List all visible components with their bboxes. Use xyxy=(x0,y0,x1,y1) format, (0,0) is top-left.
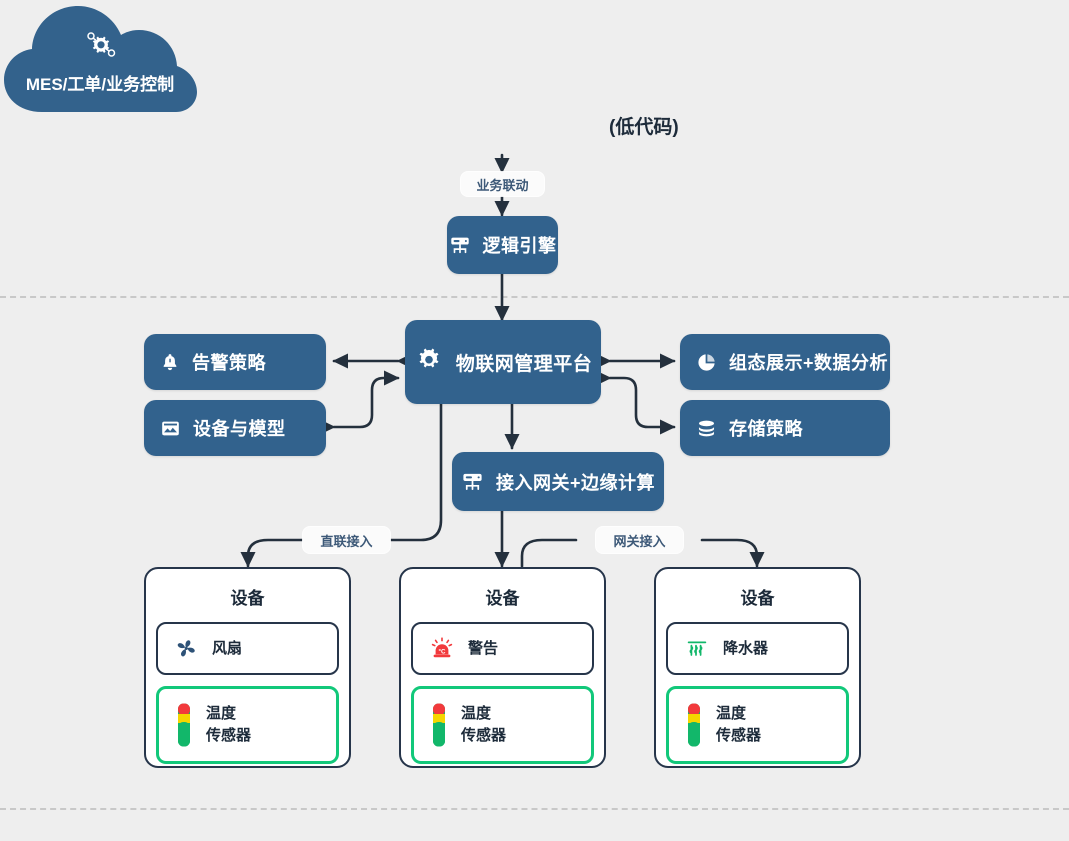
device-sensor-row[interactable]: 温度 传感器 xyxy=(411,686,594,764)
alarm-policy-label: 告警策略 xyxy=(192,353,266,373)
svg-text:°C: °C xyxy=(439,648,446,655)
visualization-analytics-label: 组态展示+数据分析 xyxy=(729,353,889,373)
device-actuator-row[interactable]: 风扇 xyxy=(156,622,339,675)
gateway-device-icon xyxy=(461,470,484,493)
device-actuator-label: 警告 xyxy=(468,639,499,657)
database-icon xyxy=(696,418,717,439)
alarm-beacon-icon: °C xyxy=(429,636,455,662)
storage-policy-label: 存储策略 xyxy=(729,419,803,439)
device-card[interactable]: 设备 风扇 xyxy=(144,567,351,768)
device-card[interactable]: 设备 °C 警告 xyxy=(399,567,606,768)
cloud-label: MES/工单/业务控制 xyxy=(25,75,175,94)
pie-chart-icon xyxy=(696,352,717,373)
divider-upper xyxy=(0,296,1069,298)
link-label-gateway-access: 网关接入 xyxy=(596,527,683,553)
device-card[interactable]: 设备 降水器 xyxy=(654,567,861,768)
device-actuator-label: 降水器 xyxy=(723,639,769,657)
link-label-business-linkage: 业务联动 xyxy=(461,172,544,196)
divider-lower xyxy=(0,808,1069,810)
gear-network-icon xyxy=(83,28,119,64)
node-iot-platform[interactable]: 物联网管理平台 xyxy=(405,320,601,404)
temperature-sensor-icon xyxy=(175,702,193,748)
gateway-device-icon xyxy=(449,234,471,256)
fan-icon xyxy=(174,636,199,661)
device-actuator-row[interactable]: °C 警告 xyxy=(411,622,594,675)
gear-icon xyxy=(414,347,444,377)
link-label-direct-access: 直联接入 xyxy=(303,527,390,553)
device-sensor-label: 温度 传感器 xyxy=(716,705,762,744)
logic-engine-label: 逻辑引擎 xyxy=(482,236,557,256)
bell-icon xyxy=(160,352,180,372)
device-sensor-label: 温度 传感器 xyxy=(206,705,252,744)
device-actuator-label: 风扇 xyxy=(212,639,243,657)
platform-label: 物联网管理平台 xyxy=(455,353,593,375)
cloud-node-mes[interactable]: MES/工单/业务控制 xyxy=(0,0,200,116)
node-storage-policy[interactable]: 存储策略 xyxy=(680,400,890,456)
node-device-and-model[interactable]: 设备与模型 xyxy=(144,400,326,456)
access-gateway-label: 接入网关+边缘计算 xyxy=(496,472,656,493)
device-sensor-row[interactable]: 温度 传感器 xyxy=(666,686,849,764)
device-actuator-row[interactable]: 降水器 xyxy=(666,622,849,675)
device-and-model-label: 设备与模型 xyxy=(193,419,286,439)
temperature-sensor-icon xyxy=(430,702,448,748)
device-model-icon xyxy=(160,418,181,439)
node-visualization-analytics[interactable]: 组态展示+数据分析 xyxy=(680,334,890,390)
device-card-title: 设备 xyxy=(485,589,520,608)
cloud-shape xyxy=(4,6,197,112)
node-alarm-policy[interactable]: 告警策略 xyxy=(144,334,326,390)
node-access-gateway[interactable]: 接入网关+边缘计算 xyxy=(452,452,664,511)
low-code-annotation: (低代码) xyxy=(609,117,679,138)
sprinkler-icon xyxy=(684,636,710,662)
device-sensor-row[interactable]: 温度 传感器 xyxy=(156,686,339,764)
node-logic-engine[interactable]: 逻辑引擎 xyxy=(447,216,558,274)
device-card-title: 设备 xyxy=(230,589,265,608)
temperature-sensor-icon xyxy=(685,702,703,748)
device-sensor-label: 温度 传感器 xyxy=(461,705,507,744)
device-card-title: 设备 xyxy=(740,589,775,608)
